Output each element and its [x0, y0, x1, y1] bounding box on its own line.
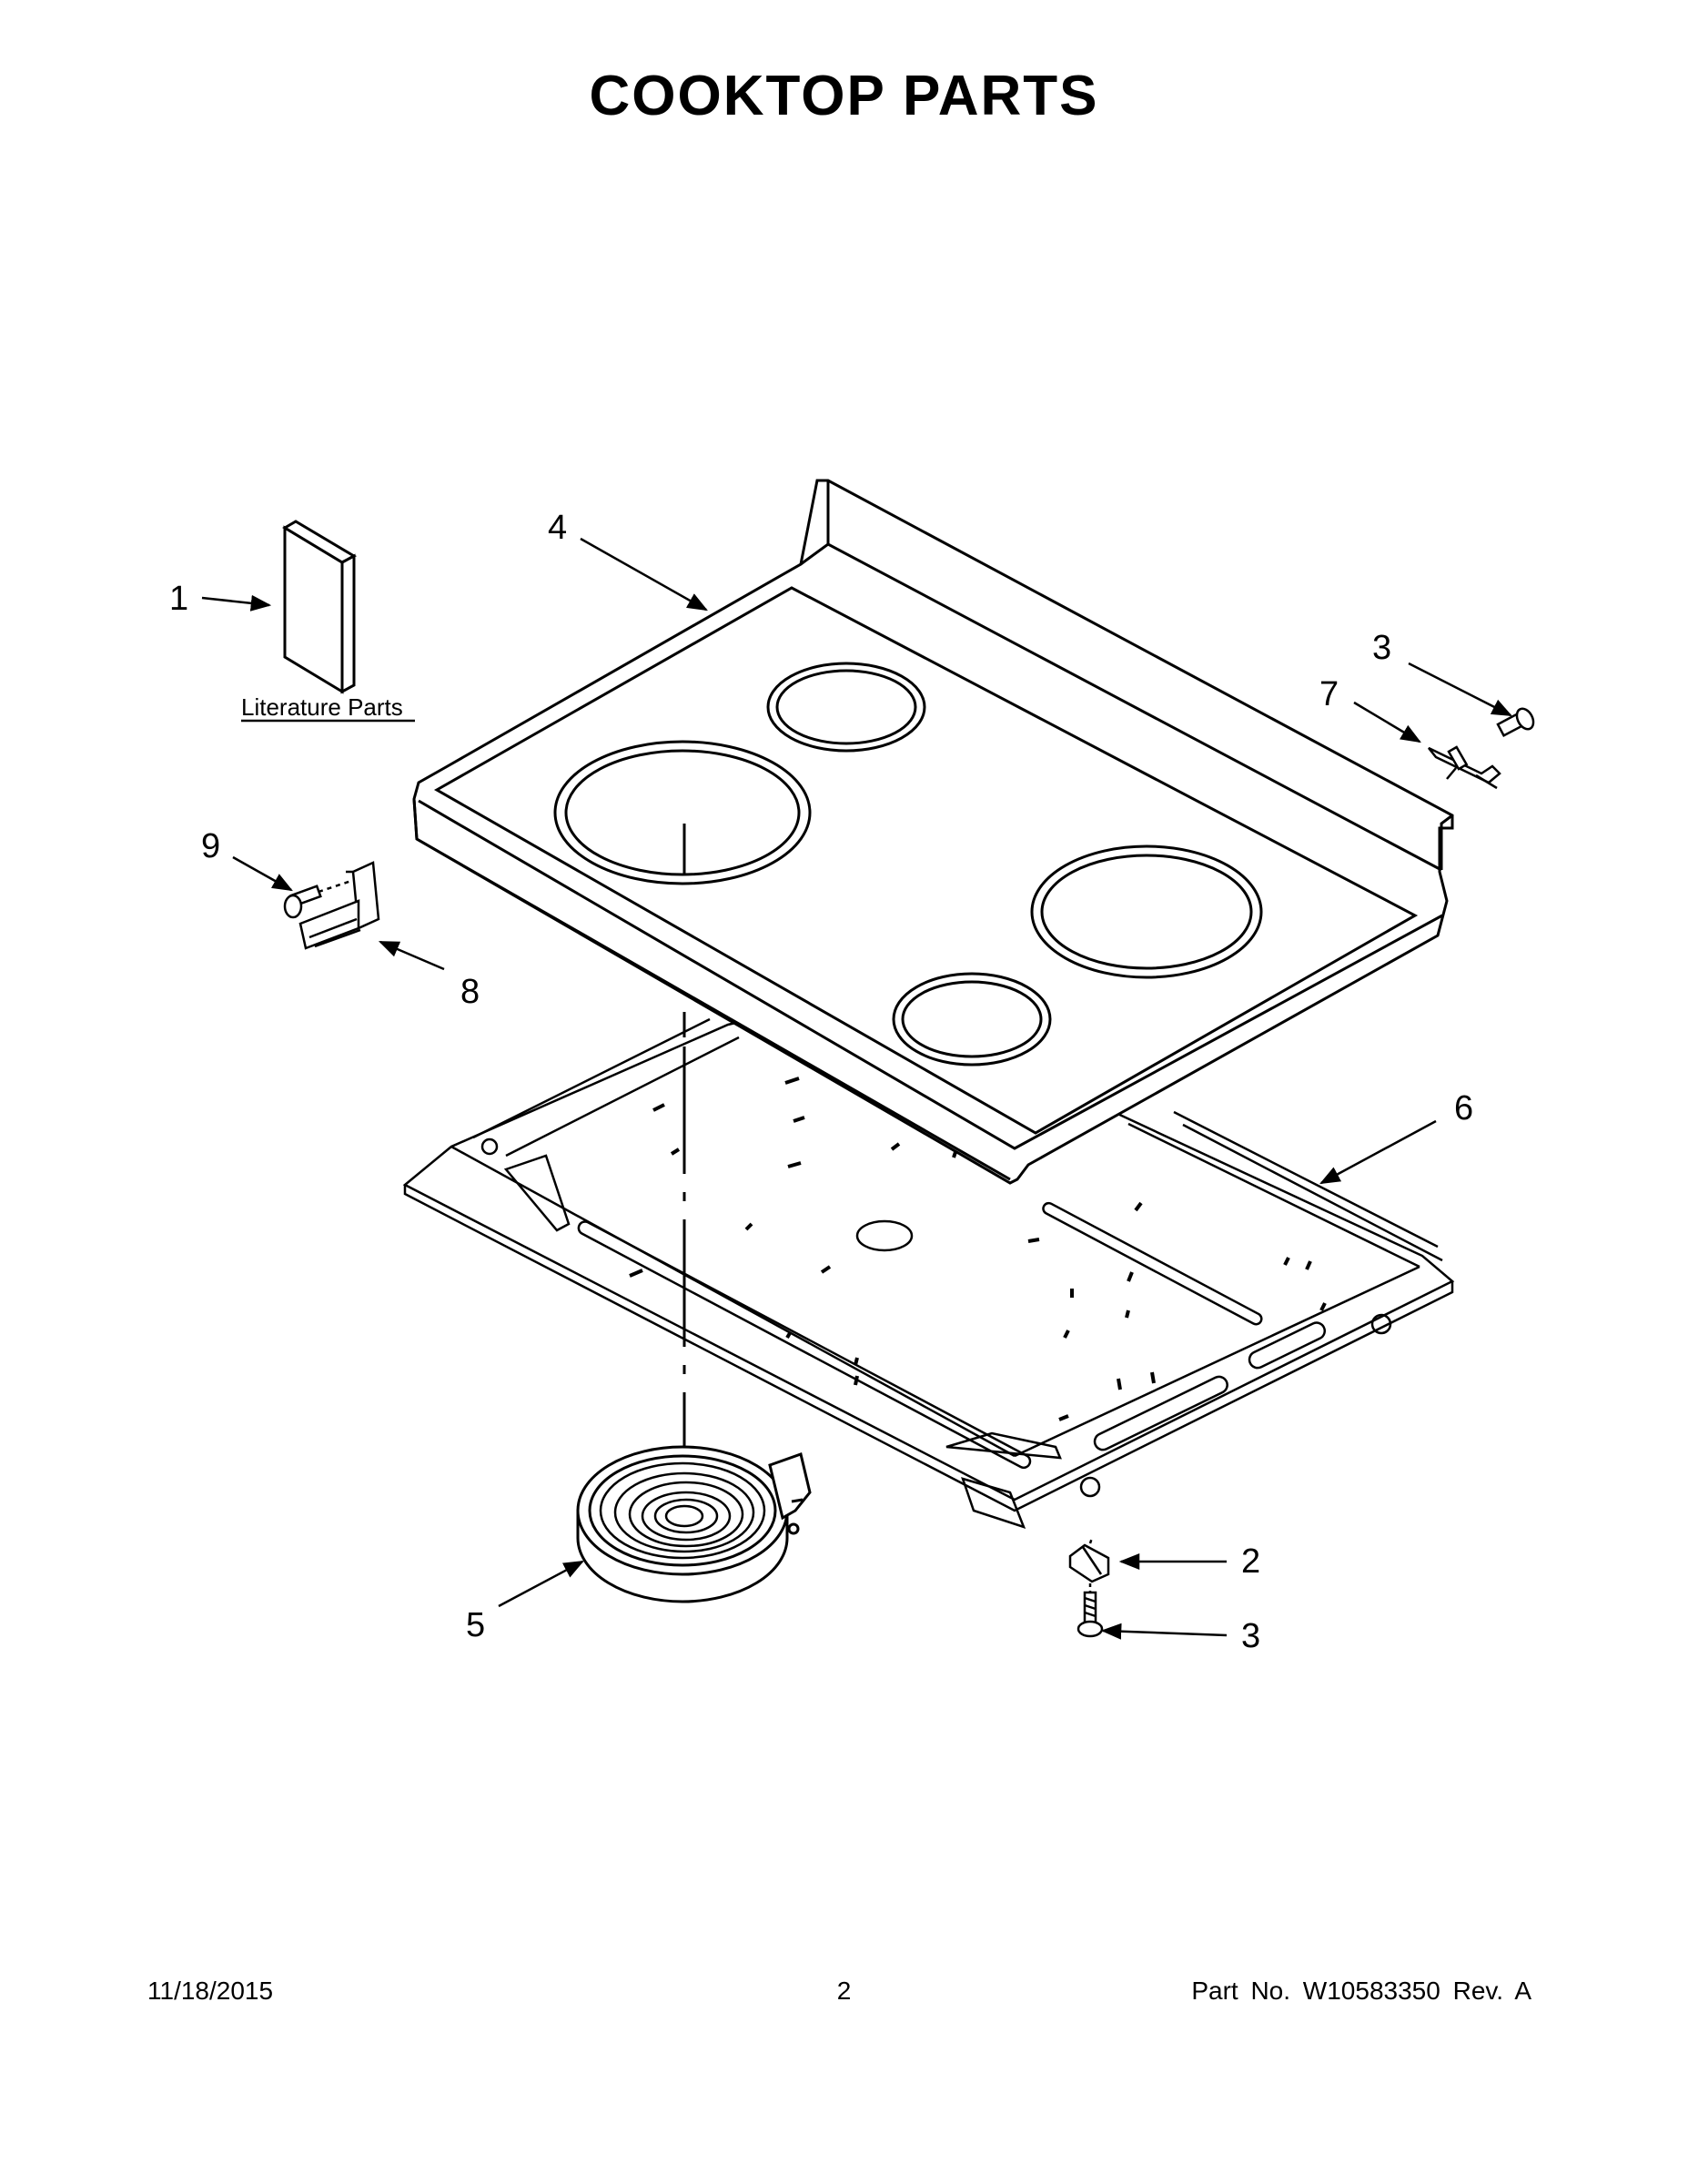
footer-part-number: Part No. W10583350 Rev. A: [1191, 1977, 1531, 2005]
bottom-screw: [1076, 1583, 1104, 1638]
callout-leaders: [201, 537, 1513, 1640]
literature-booklet: [241, 520, 415, 723]
literature-parts-label: Literature Parts: [241, 693, 403, 721]
callout-5: 5: [466, 1606, 485, 1644]
callout-2: 2: [1241, 1542, 1260, 1581]
callout-4: 4: [548, 509, 567, 547]
page-title: COOKTOP PARTS: [589, 65, 1099, 127]
radiant-element: [576, 1445, 812, 1603]
callout-6: 6: [1454, 1089, 1473, 1127]
callout-7: 7: [1319, 675, 1339, 713]
callout-3-bottom: 3: [1241, 1617, 1260, 1655]
footer-page-number: 2: [836, 1977, 852, 2005]
footer-date: 11/18/2015: [147, 1977, 274, 2005]
side-screw: [283, 879, 352, 919]
clip-part: [1068, 1537, 1110, 1583]
cooktop-support-panel: [402, 992, 1455, 1530]
callout-3-top: 3: [1372, 629, 1391, 667]
side-bracket: [298, 861, 380, 950]
callout-1: 1: [169, 580, 188, 618]
cooktop-main-top: [412, 479, 1454, 1185]
rear-bracket: [1428, 745, 1501, 790]
top-screw: [1496, 707, 1535, 738]
callout-9: 9: [201, 827, 220, 865]
callout-8: 8: [460, 973, 480, 1011]
cooktop-burner-rings: [553, 662, 1263, 1067]
